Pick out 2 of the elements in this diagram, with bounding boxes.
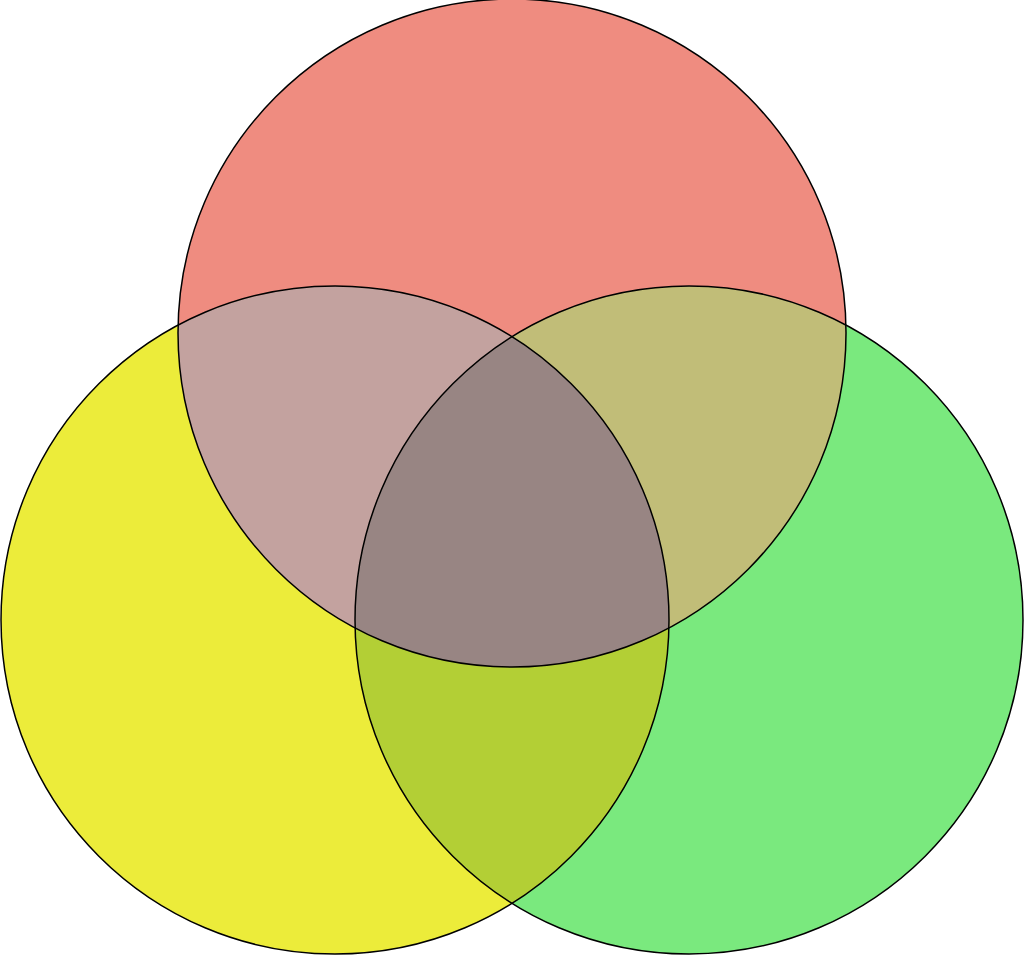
circle	[354, 285, 1024, 955]
circle	[0, 285, 670, 955]
